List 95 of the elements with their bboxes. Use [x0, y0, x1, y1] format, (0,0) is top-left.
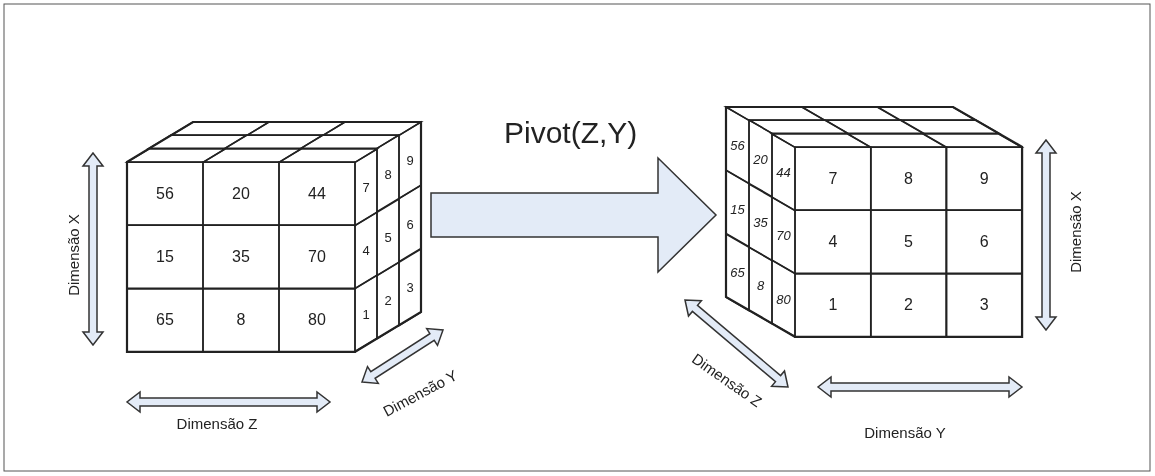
- cube-cell: [772, 197, 795, 274]
- cell-value: 3: [406, 280, 414, 294]
- cell-value: 8: [384, 167, 392, 181]
- cell-value: 8: [904, 170, 913, 187]
- cube-cell: [203, 162, 279, 226]
- cube-top-cell: [149, 135, 247, 149]
- cube-cell: [399, 185, 421, 262]
- cell-value: 2: [904, 297, 913, 314]
- axis-label: Dimensão Z: [176, 415, 258, 431]
- cube-top-cell: [824, 120, 924, 134]
- cube-cell: [946, 147, 1023, 211]
- cube-cell: [795, 147, 871, 211]
- cube-top-cell: [127, 148, 225, 162]
- cell-value: 3: [979, 297, 989, 314]
- cell-value: 35: [753, 215, 768, 229]
- cell-value: 1: [828, 297, 838, 314]
- cube-cell: [870, 210, 947, 274]
- data-cube: [726, 107, 1023, 337]
- cell-value: 35: [232, 248, 250, 265]
- cube-cell: [127, 288, 203, 352]
- cube-top-cell: [203, 148, 301, 162]
- cube-cell: [772, 133, 795, 211]
- cell-value: 8: [236, 312, 246, 329]
- cube-cell: [127, 162, 203, 226]
- cube-cell: [870, 147, 947, 211]
- cube-cell: [203, 225, 279, 289]
- cube-cell: [203, 288, 279, 352]
- cube-cell: [749, 120, 772, 197]
- cell-value: 65: [156, 312, 174, 329]
- cell-value: 5: [384, 230, 392, 244]
- cube-top-cell: [323, 122, 421, 136]
- cube-top-cell: [801, 107, 901, 121]
- cube-top-cell: [877, 107, 977, 121]
- cube-cell: [749, 183, 772, 261]
- cell-value: 20: [232, 185, 250, 202]
- cube-cell: [377, 135, 399, 212]
- cube-cell: [726, 107, 749, 184]
- cube-cell: [279, 225, 355, 289]
- cube-cell: [377, 262, 399, 339]
- cube-cell: [355, 148, 377, 226]
- cube-cell: [279, 288, 355, 352]
- edge-label: Pivot(Z,Y): [504, 118, 638, 148]
- cube-top-cell: [225, 135, 323, 149]
- cell-value: 70: [308, 248, 326, 265]
- cube-cell: [399, 122, 421, 199]
- cell-value: 15: [156, 248, 174, 265]
- cell-value: 9: [406, 153, 414, 167]
- cube-cell: [795, 210, 871, 274]
- cell-value: 8: [756, 278, 765, 292]
- cell-value: 2: [384, 293, 392, 307]
- data-cube: [127, 122, 421, 352]
- cell-value: 5: [904, 233, 913, 250]
- cube-cell: [946, 210, 1023, 274]
- cube-cell: [946, 273, 1023, 337]
- cell-value: 20: [753, 152, 768, 166]
- cell-value: 7: [362, 180, 370, 194]
- cube-top-cell: [900, 120, 1000, 134]
- cube-top-cell: [847, 133, 947, 147]
- cell-value: 1: [362, 307, 370, 321]
- cube-cell: [399, 248, 421, 326]
- cube-cell: [726, 233, 749, 311]
- cell-value: 56: [156, 185, 174, 202]
- cube-top-cell: [171, 122, 269, 136]
- cell-value: 6: [979, 233, 989, 250]
- cell-value: 6: [406, 217, 414, 231]
- block-arrow: [430, 156, 718, 274]
- cube-top-cell: [279, 148, 377, 162]
- cell-value: 44: [776, 165, 791, 179]
- cell-value: 4: [828, 233, 838, 250]
- cell-value: 70: [776, 228, 791, 242]
- cube-cell: [726, 170, 749, 247]
- cube-cell: [749, 247, 772, 324]
- cube-cell: [127, 225, 203, 289]
- cell-value: 4: [362, 243, 370, 257]
- cube-cell: [355, 275, 377, 352]
- cube-cell: [355, 212, 377, 289]
- cell-value: 7: [828, 170, 838, 187]
- cube-cell: [870, 273, 947, 337]
- cell-value: 9: [979, 170, 989, 187]
- cube-top-cell: [247, 122, 345, 136]
- cell-value: 56: [730, 138, 745, 152]
- cell-value: 44: [308, 185, 326, 202]
- cube-cell: [795, 273, 871, 337]
- cell-value: 65: [730, 265, 745, 279]
- cube-top-cell: [923, 133, 1023, 147]
- axis-label: Dimensão Y: [864, 424, 946, 440]
- cell-value: 80: [308, 312, 326, 329]
- cell-value: 80: [776, 292, 791, 306]
- cube-cell: [377, 198, 399, 276]
- cube-top-cell: [301, 135, 399, 149]
- cell-value: 15: [730, 202, 745, 216]
- axis-label: Dimensão X: [1067, 191, 1083, 273]
- axis-label: Dimensão X: [65, 214, 81, 296]
- cube-cell: [279, 162, 355, 226]
- cube-cell: [772, 260, 795, 337]
